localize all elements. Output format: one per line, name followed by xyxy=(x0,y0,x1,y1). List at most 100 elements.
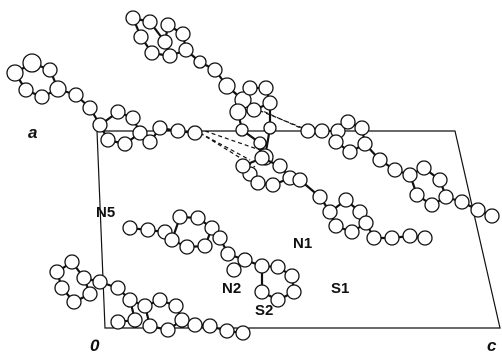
atom xyxy=(384,230,400,246)
atom xyxy=(219,323,235,339)
atom xyxy=(34,89,50,105)
atom xyxy=(100,132,116,148)
atom xyxy=(110,280,126,296)
atom xyxy=(157,34,173,50)
axis-label-a: a xyxy=(28,123,37,142)
atom xyxy=(342,144,358,160)
atom xyxy=(82,100,98,116)
atom xyxy=(409,187,425,203)
atom xyxy=(220,246,236,262)
atom xyxy=(142,134,158,150)
atom xyxy=(162,48,178,64)
atom xyxy=(6,64,24,82)
atom xyxy=(314,123,330,139)
atom xyxy=(187,125,203,141)
atom xyxy=(170,123,186,139)
atom xyxy=(270,259,286,275)
atom xyxy=(64,254,80,270)
atom xyxy=(140,222,156,238)
atom xyxy=(354,120,370,136)
atom xyxy=(424,197,440,213)
atom xyxy=(212,230,228,246)
atom xyxy=(179,239,195,255)
molecule-centre xyxy=(122,209,302,308)
atom xyxy=(202,318,218,334)
atom xyxy=(18,82,34,98)
atom xyxy=(263,121,277,135)
atom xyxy=(229,103,247,121)
atom xyxy=(144,45,160,61)
atom xyxy=(284,268,300,284)
atom xyxy=(190,210,206,226)
atom xyxy=(402,167,418,183)
atom xyxy=(328,134,344,150)
atom xyxy=(416,160,432,176)
atom xyxy=(42,62,58,78)
atom xyxy=(117,136,133,152)
atom xyxy=(340,114,356,130)
atom xyxy=(82,286,98,302)
atom xyxy=(178,42,194,58)
atom xyxy=(312,189,328,205)
atom xyxy=(270,292,286,308)
atom-label-n1: N1 xyxy=(293,235,312,252)
atom xyxy=(127,312,143,328)
atom xyxy=(258,80,274,96)
atom xyxy=(470,202,486,218)
atom xyxy=(246,102,262,118)
atom xyxy=(322,204,338,220)
atom xyxy=(207,62,223,78)
atom xyxy=(172,209,188,225)
atom-label-n2: N2 xyxy=(222,280,241,297)
atom xyxy=(22,53,42,73)
atom xyxy=(137,298,153,314)
atom xyxy=(358,215,374,231)
atom xyxy=(265,177,281,193)
atom xyxy=(242,80,258,96)
atom-label-n5: N5 xyxy=(96,204,115,221)
atom xyxy=(66,294,82,310)
atom xyxy=(254,284,270,300)
atom xyxy=(357,136,373,152)
molecule-top xyxy=(125,10,278,166)
atom xyxy=(168,298,184,314)
atom xyxy=(152,292,168,308)
axis-label-origin: 0 xyxy=(90,336,100,355)
atom xyxy=(253,136,267,150)
atom xyxy=(286,284,302,300)
atom xyxy=(254,258,270,274)
atom xyxy=(187,317,203,333)
atom xyxy=(262,95,278,111)
atom xyxy=(454,194,470,210)
atom xyxy=(292,172,308,188)
atom xyxy=(193,55,207,69)
atom xyxy=(372,152,388,168)
atom xyxy=(49,264,65,280)
atom xyxy=(164,232,180,248)
atom xyxy=(235,325,251,341)
atom xyxy=(338,192,354,208)
atom xyxy=(226,262,242,278)
molecules xyxy=(6,10,500,341)
atom xyxy=(272,158,288,174)
atom xyxy=(235,158,251,174)
molecule-left xyxy=(6,53,203,152)
axis-label-c: c xyxy=(487,336,497,355)
molecule-right xyxy=(235,114,500,246)
atom xyxy=(484,208,500,224)
atom xyxy=(49,80,67,98)
atom xyxy=(218,77,236,95)
atom xyxy=(76,270,92,286)
atom xyxy=(417,230,433,246)
atom-label-s2: S2 xyxy=(255,302,273,319)
atom xyxy=(438,189,454,205)
atom xyxy=(366,230,382,246)
atom xyxy=(204,220,220,236)
atom xyxy=(92,117,108,133)
atom xyxy=(328,218,344,234)
atom xyxy=(344,224,360,240)
atom xyxy=(142,318,158,334)
atom xyxy=(132,125,148,141)
atom xyxy=(175,26,191,42)
